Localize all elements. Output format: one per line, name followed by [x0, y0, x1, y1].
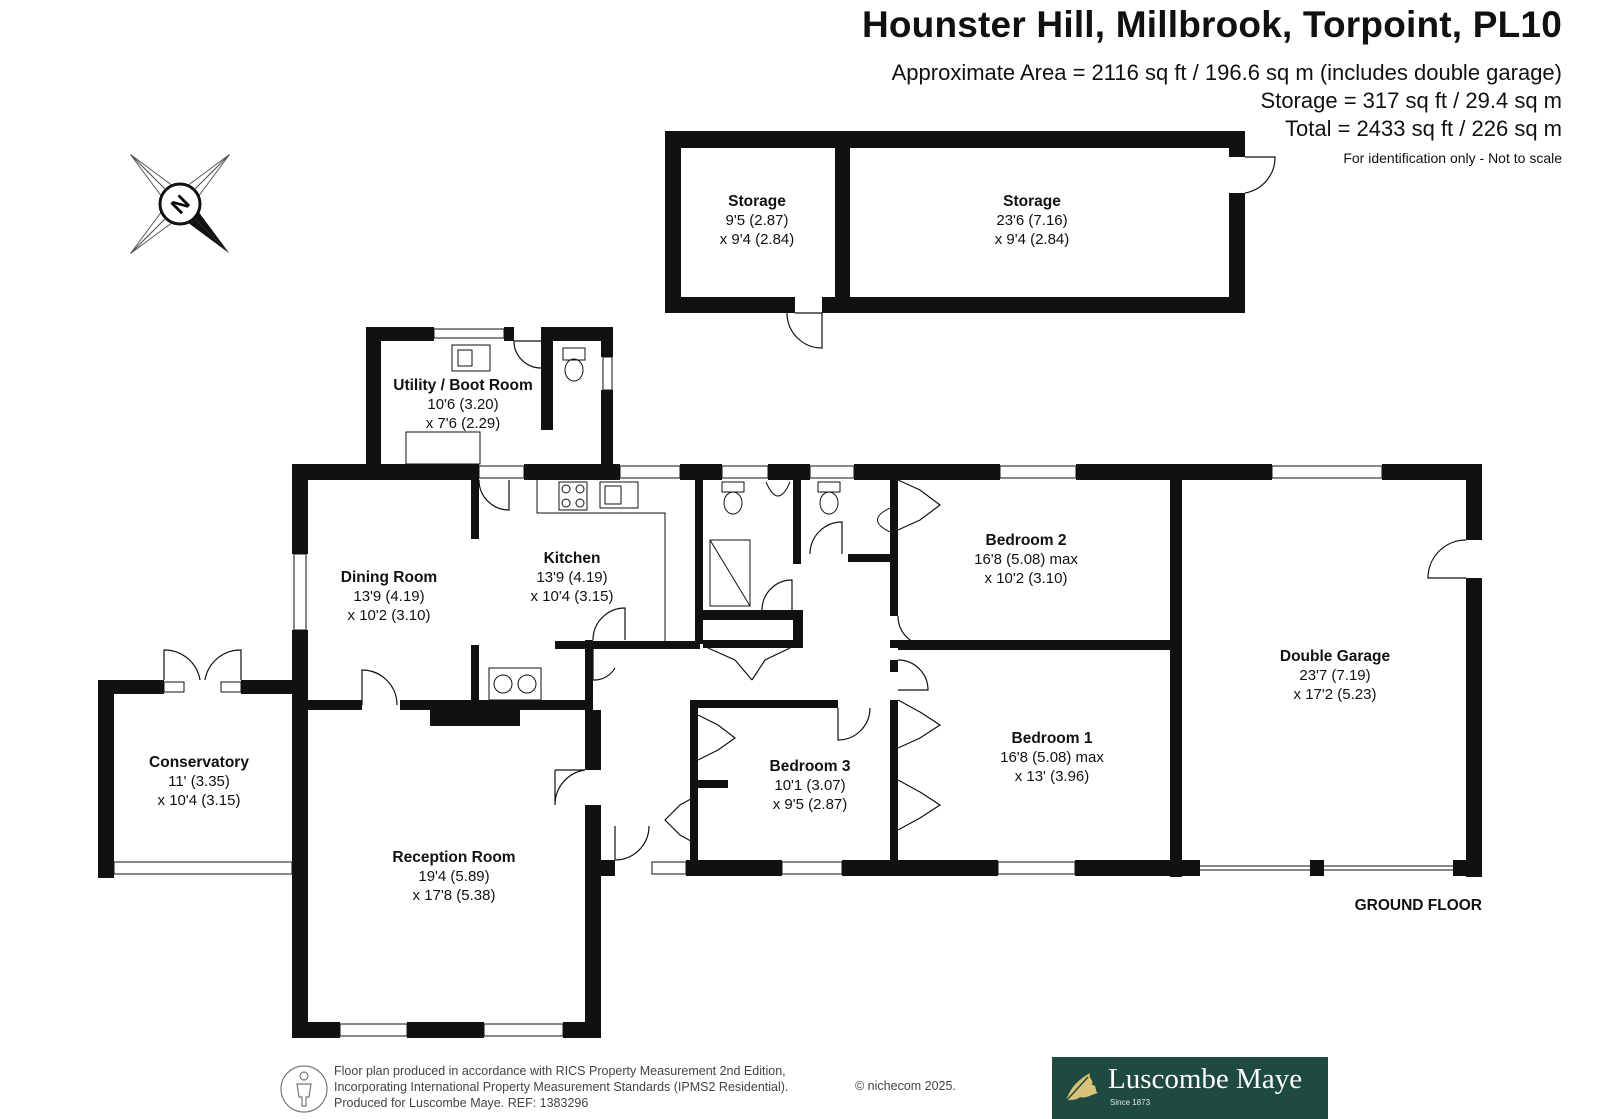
floor-label: GROUND FLOOR — [1355, 897, 1482, 914]
bedroom1-dim1: 16'8 (5.08) max — [1000, 749, 1104, 766]
garage-name: Double Garage — [1280, 648, 1391, 665]
dining-dim2: x 10'2 (3.10) — [348, 607, 431, 624]
footer-line-2: Incorporating International Property Mea… — [334, 1080, 789, 1094]
utility-dim2: x 7'6 (2.29) — [426, 415, 501, 432]
logo-since: Since 1873 — [1110, 1098, 1151, 1107]
kitchen-dim1: 13'9 (4.19) — [536, 569, 607, 586]
basin-icon — [765, 481, 791, 497]
room-labels: Storage 9'5 (2.87) x 9'4 (2.84) Storage … — [149, 193, 1390, 904]
reception-dim1: 19'4 (5.89) — [418, 868, 489, 885]
bedroom3-name: Bedroom 3 — [770, 758, 851, 775]
kitchen-sink-icon — [599, 481, 639, 509]
conservatory-name: Conservatory — [149, 754, 249, 771]
logo-name: Luscombe Maye — [1108, 1063, 1303, 1095]
walls — [98, 131, 1482, 1038]
bedroom2-dim1: 16'8 (5.08) max — [974, 551, 1078, 568]
garage-dim2: x 17'2 (5.23) — [1294, 686, 1377, 703]
bedroom2-name: Bedroom 2 — [986, 532, 1067, 549]
dining-dim1: 13'9 (4.19) — [353, 588, 424, 605]
fixtures — [405, 344, 891, 701]
conservatory-dim1: 11' (3.35) — [168, 773, 230, 790]
storage-small-dim1: 9'5 (2.87) — [726, 212, 789, 229]
scale-note: For identification only - Not to scale — [1343, 150, 1562, 166]
reception-name: Reception Room — [392, 849, 515, 866]
storage-area: Storage = 317 sq ft / 29.4 sq m — [1260, 88, 1562, 113]
windows — [99, 328, 1453, 1037]
kitchen-name: Kitchen — [544, 550, 601, 567]
person-icon — [280, 1065, 328, 1113]
storage-large-name: Storage — [1003, 193, 1061, 210]
utility-worktop — [405, 431, 481, 465]
bedroom1-dim2: x 13' (3.96) — [1015, 768, 1090, 785]
oven-icon — [488, 667, 542, 701]
hob-icon — [558, 481, 588, 511]
reception-dim2: x 17'8 (5.38) — [413, 887, 496, 904]
garage-dim1: 23'7 (7.19) — [1299, 667, 1370, 684]
agent-logo: Luscombe Maye Since 1873 — [1052, 1057, 1328, 1119]
total-area: Total = 2433 sq ft / 226 sq m — [1285, 116, 1562, 141]
ensuite-wc-icon — [817, 481, 841, 493]
conservatory-dim2: x 10'4 (3.15) — [158, 792, 241, 809]
footer-text: Floor plan produced in accordance with R… — [334, 1063, 788, 1111]
storage-large-dim1: 23'6 (7.16) — [996, 212, 1067, 229]
page-title: Hounster Hill, Millbrook, Torpoint, PL10 — [861, 4, 1562, 45]
bedroom1-name: Bedroom 1 — [1012, 730, 1093, 747]
approximate-area: Approximate Area = 2116 sq ft / 196.6 sq… — [891, 60, 1562, 85]
compass-icon — [130, 154, 230, 254]
doors — [163, 156, 1467, 861]
copyright: © nichecom 2025. — [855, 1079, 956, 1093]
kitchen-worktop — [536, 480, 666, 641]
bedroom2-dim2: x 10'2 (3.10) — [985, 570, 1068, 587]
bath-wc-icon — [721, 481, 745, 493]
storage-small-name: Storage — [728, 193, 786, 210]
utility-name: Utility / Boot Room — [393, 377, 533, 394]
oak-leaf-icon — [1065, 1073, 1098, 1102]
footer-line-1: Floor plan produced in accordance with R… — [334, 1064, 786, 1078]
footer-line-3: Produced for Luscombe Maye. REF: 1383296 — [334, 1096, 589, 1110]
wc-icon — [562, 347, 586, 361]
bedroom3-dim2: x 9'5 (2.87) — [773, 796, 848, 813]
dining-name: Dining Room — [341, 569, 437, 586]
storage-small-dim2: x 9'4 (2.84) — [720, 231, 795, 248]
kitchen-dim2: x 10'4 (3.15) — [531, 588, 614, 605]
storage-large-dim2: x 9'4 (2.84) — [995, 231, 1070, 248]
utility-dim1: 10'6 (3.20) — [427, 396, 498, 413]
utility-sink-icon — [451, 344, 491, 372]
bedroom3-dim1: 10'1 (3.07) — [774, 777, 845, 794]
ensuite-basin-icon — [877, 507, 891, 533]
shower-icon — [709, 539, 751, 607]
